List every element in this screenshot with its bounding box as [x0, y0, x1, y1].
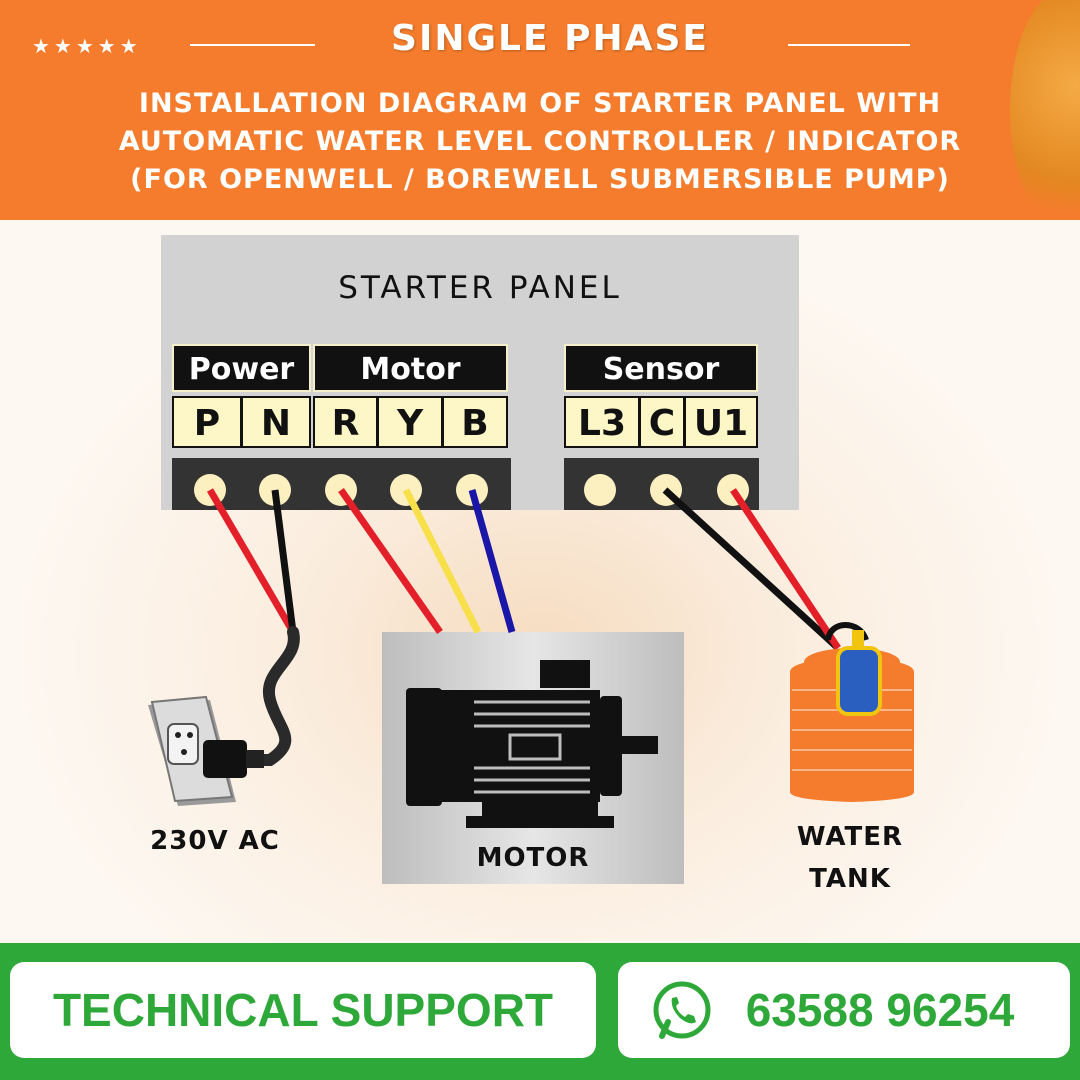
terminal-y: Y [377, 396, 443, 448]
wire-b-blue [468, 489, 516, 633]
sensor-group-header: Sensor [564, 344, 758, 392]
whatsapp-icon [653, 981, 711, 1039]
subtitle-line-2: AUTOMATIC WATER LEVEL CONTROLLER / INDIC… [118, 126, 962, 157]
title-divider-left [190, 44, 315, 46]
terminal-r: R [313, 396, 378, 448]
motor-label: MOTOR [476, 843, 590, 873]
phone-number[interactable]: 63588 96254 [745, 984, 1015, 1036]
rating-stars: ★★★★★ [32, 34, 142, 58]
terminal-b: B [442, 396, 508, 448]
float-switch-icon [825, 622, 882, 716]
terminal-l3: L3 [564, 396, 640, 448]
power-cable [234, 626, 300, 766]
terminal-c: C [639, 396, 685, 448]
header-banner [0, 0, 1080, 222]
decorative-honeycomb [1010, 0, 1080, 222]
page-title: SINGLE PHASE [391, 18, 709, 59]
motor-group-header: Motor [313, 344, 508, 392]
power-group-header: Power [172, 344, 311, 392]
subtitle-line-3: (FOR OPENWELL / BOREWELL SUBMERSIBLE PUM… [130, 164, 950, 195]
wire-n-black [271, 489, 297, 633]
motor-icon [406, 660, 658, 828]
wire-p-red [206, 488, 297, 634]
wall-socket-icon [148, 695, 264, 806]
wire-c-black [662, 487, 841, 651]
subtitle-line-1: INSTALLATION DIAGRAM OF STARTER PANEL WI… [138, 88, 942, 119]
wire-r-red [338, 487, 443, 635]
support-card [10, 962, 596, 1058]
title-divider-right [788, 44, 910, 46]
tank-label-line-2: TANK [809, 864, 891, 894]
support-label: TECHNICAL SUPPORT [52, 984, 554, 1036]
supply-label: 230V AC [150, 826, 280, 856]
terminal-n: N [241, 396, 311, 448]
tank-label-line-1: WATER [796, 822, 904, 852]
wire-u1-red [730, 488, 841, 650]
screw-l3 [584, 474, 616, 506]
terminal-u1: U1 [684, 396, 758, 448]
wire-y-yellow [402, 488, 482, 634]
starter-panel-title: STARTER PANEL [338, 270, 622, 306]
